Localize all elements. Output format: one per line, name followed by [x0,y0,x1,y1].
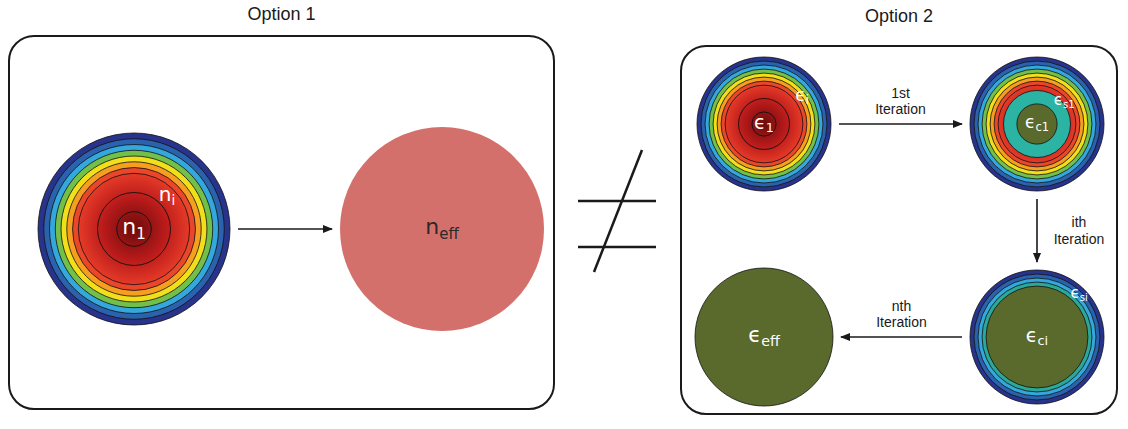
layer-ring [697,57,831,191]
symbol-base: ϵ [795,85,805,105]
layer-ring [701,61,827,187]
layer-ring [78,173,189,284]
symbol-base: ϵ [754,111,766,133]
core-permittivity-label: ϵc1 [1025,114,1049,134]
layer-boundary [117,212,152,247]
layer-ring [986,73,1088,175]
symbol-subscript: i [171,192,175,208]
not-equal-bar [578,200,656,203]
symbol-subscript: ci [1038,333,1049,348]
not-equal-bar [578,246,656,249]
layer-ring [73,168,196,291]
iteration-circle: ϵc1ϵs1 [969,56,1105,192]
iteration-label: 1st Iteration [869,85,933,117]
layer-ring [38,133,230,325]
layer-permittivity-label: ϵi [795,87,809,107]
arrow-connector [1036,199,1038,262]
core-permittivity-label: ϵ1 [754,113,774,136]
layer-ring [970,270,1104,404]
iteration-circle: ϵciϵsi [969,269,1105,405]
symbol-base: ϵ [1054,92,1063,110]
arrow-connector [238,228,332,230]
arrow-connector [841,336,962,338]
layer-ring [705,65,823,183]
layer-index-label: ni [159,184,175,207]
layer-ring [717,77,811,171]
symbol-base: ϵ [748,323,761,347]
layered-index-circle: n1ni [37,132,231,326]
layer-ring [725,85,803,163]
shell-permittivity-label: ϵsi [1070,286,1087,303]
effective-permittivity-label: ϵeff [748,325,780,348]
layer-ring [990,77,1084,171]
symbol-subscript: 1 [766,120,774,135]
layer-ring [721,81,807,167]
symbol-base: n [425,214,439,239]
symbol-subscript: eff [439,225,459,243]
effective-permittivity-circle: ϵeff [694,267,834,407]
symbol-subscript: i [806,93,809,107]
option-panel: n1nineffOption 1 [8,35,555,410]
symbol-base: ϵ [1026,324,1038,346]
layer-ring [978,65,1096,183]
layer-ring [67,162,201,296]
layer-ring [713,73,815,175]
layer-ring [1017,104,1057,144]
symbol-base: n [122,214,136,239]
symbol-subscript: s1 [1063,100,1075,111]
effective-index-label: neff [425,216,458,241]
core-index-label: n1 [122,216,145,241]
layer-ring [970,57,1104,191]
layer-ring [982,69,1092,179]
symbol-base: ϵ [1025,112,1035,132]
layer-ring [974,274,1100,400]
core-permittivity-label: ϵci [1026,326,1048,349]
layer-ring [974,61,1100,187]
iteration-label: nth Iteration [870,298,934,330]
shell-permittivity-label: ϵs1 [1054,94,1075,111]
layer-ring [998,85,1076,163]
layer-ring [55,150,212,307]
symbol-subscript: si [1080,292,1088,303]
symbol-subscript: eff [761,333,780,349]
panel-title: Option 2 [682,7,1116,27]
iteration-label: ith Iteration [1047,214,1111,246]
layer-ring [1004,91,1071,158]
symbol-base: n [159,182,172,206]
not-equal-symbol [578,150,656,272]
layered-permittivity-circle: ϵ1ϵi [696,56,832,192]
effective-index-circle: neff [339,126,545,332]
symbol-subscript: 1 [136,225,146,243]
layer-ring [50,145,219,314]
layer-ring [994,81,1080,167]
layer-ring [340,127,544,331]
layer-ring [61,156,207,302]
arrow-connector [839,123,962,125]
layer-ring [709,69,819,179]
layer-ring [44,139,224,319]
symbol-subscript: c1 [1035,120,1049,134]
layer-ring [978,278,1096,396]
panel-title: Option 1 [10,5,553,25]
layer-ring [695,268,833,406]
layer-boundary [739,99,790,150]
not-equal-slash [594,150,642,272]
symbol-base: ϵ [1070,284,1079,302]
layer-ring [982,282,1092,392]
